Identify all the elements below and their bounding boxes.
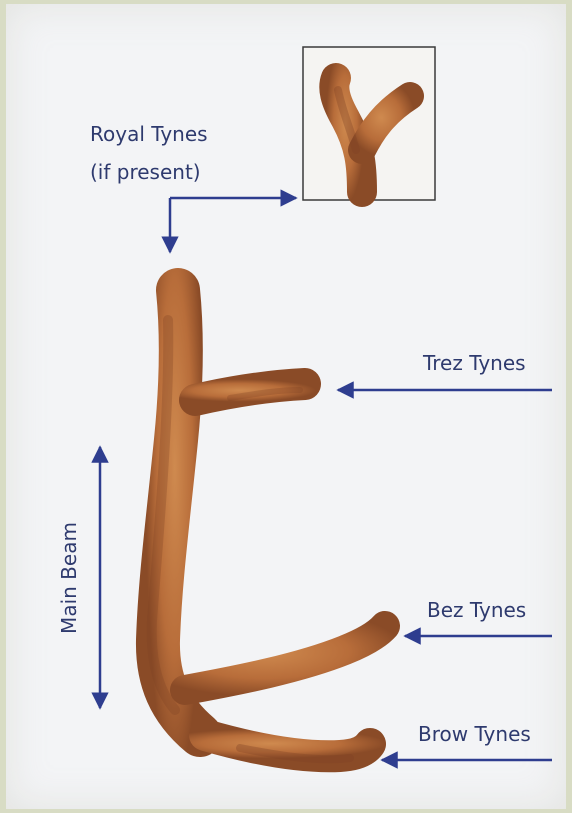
antler-image xyxy=(152,290,385,759)
royal-tynes-inset xyxy=(303,47,435,200)
trez-tynes-label: Trez Tynes xyxy=(423,351,526,375)
royal-tynes-label: Royal Tynes xyxy=(90,122,208,146)
bez-tynes-label: Bez Tynes xyxy=(427,598,526,622)
brow-tynes-label: Brow Tynes xyxy=(418,722,531,746)
main-beam-label: Main Beam xyxy=(57,522,81,634)
bez-tyne-shape xyxy=(185,626,385,690)
royal-tynes-note: (if present) xyxy=(90,160,201,184)
